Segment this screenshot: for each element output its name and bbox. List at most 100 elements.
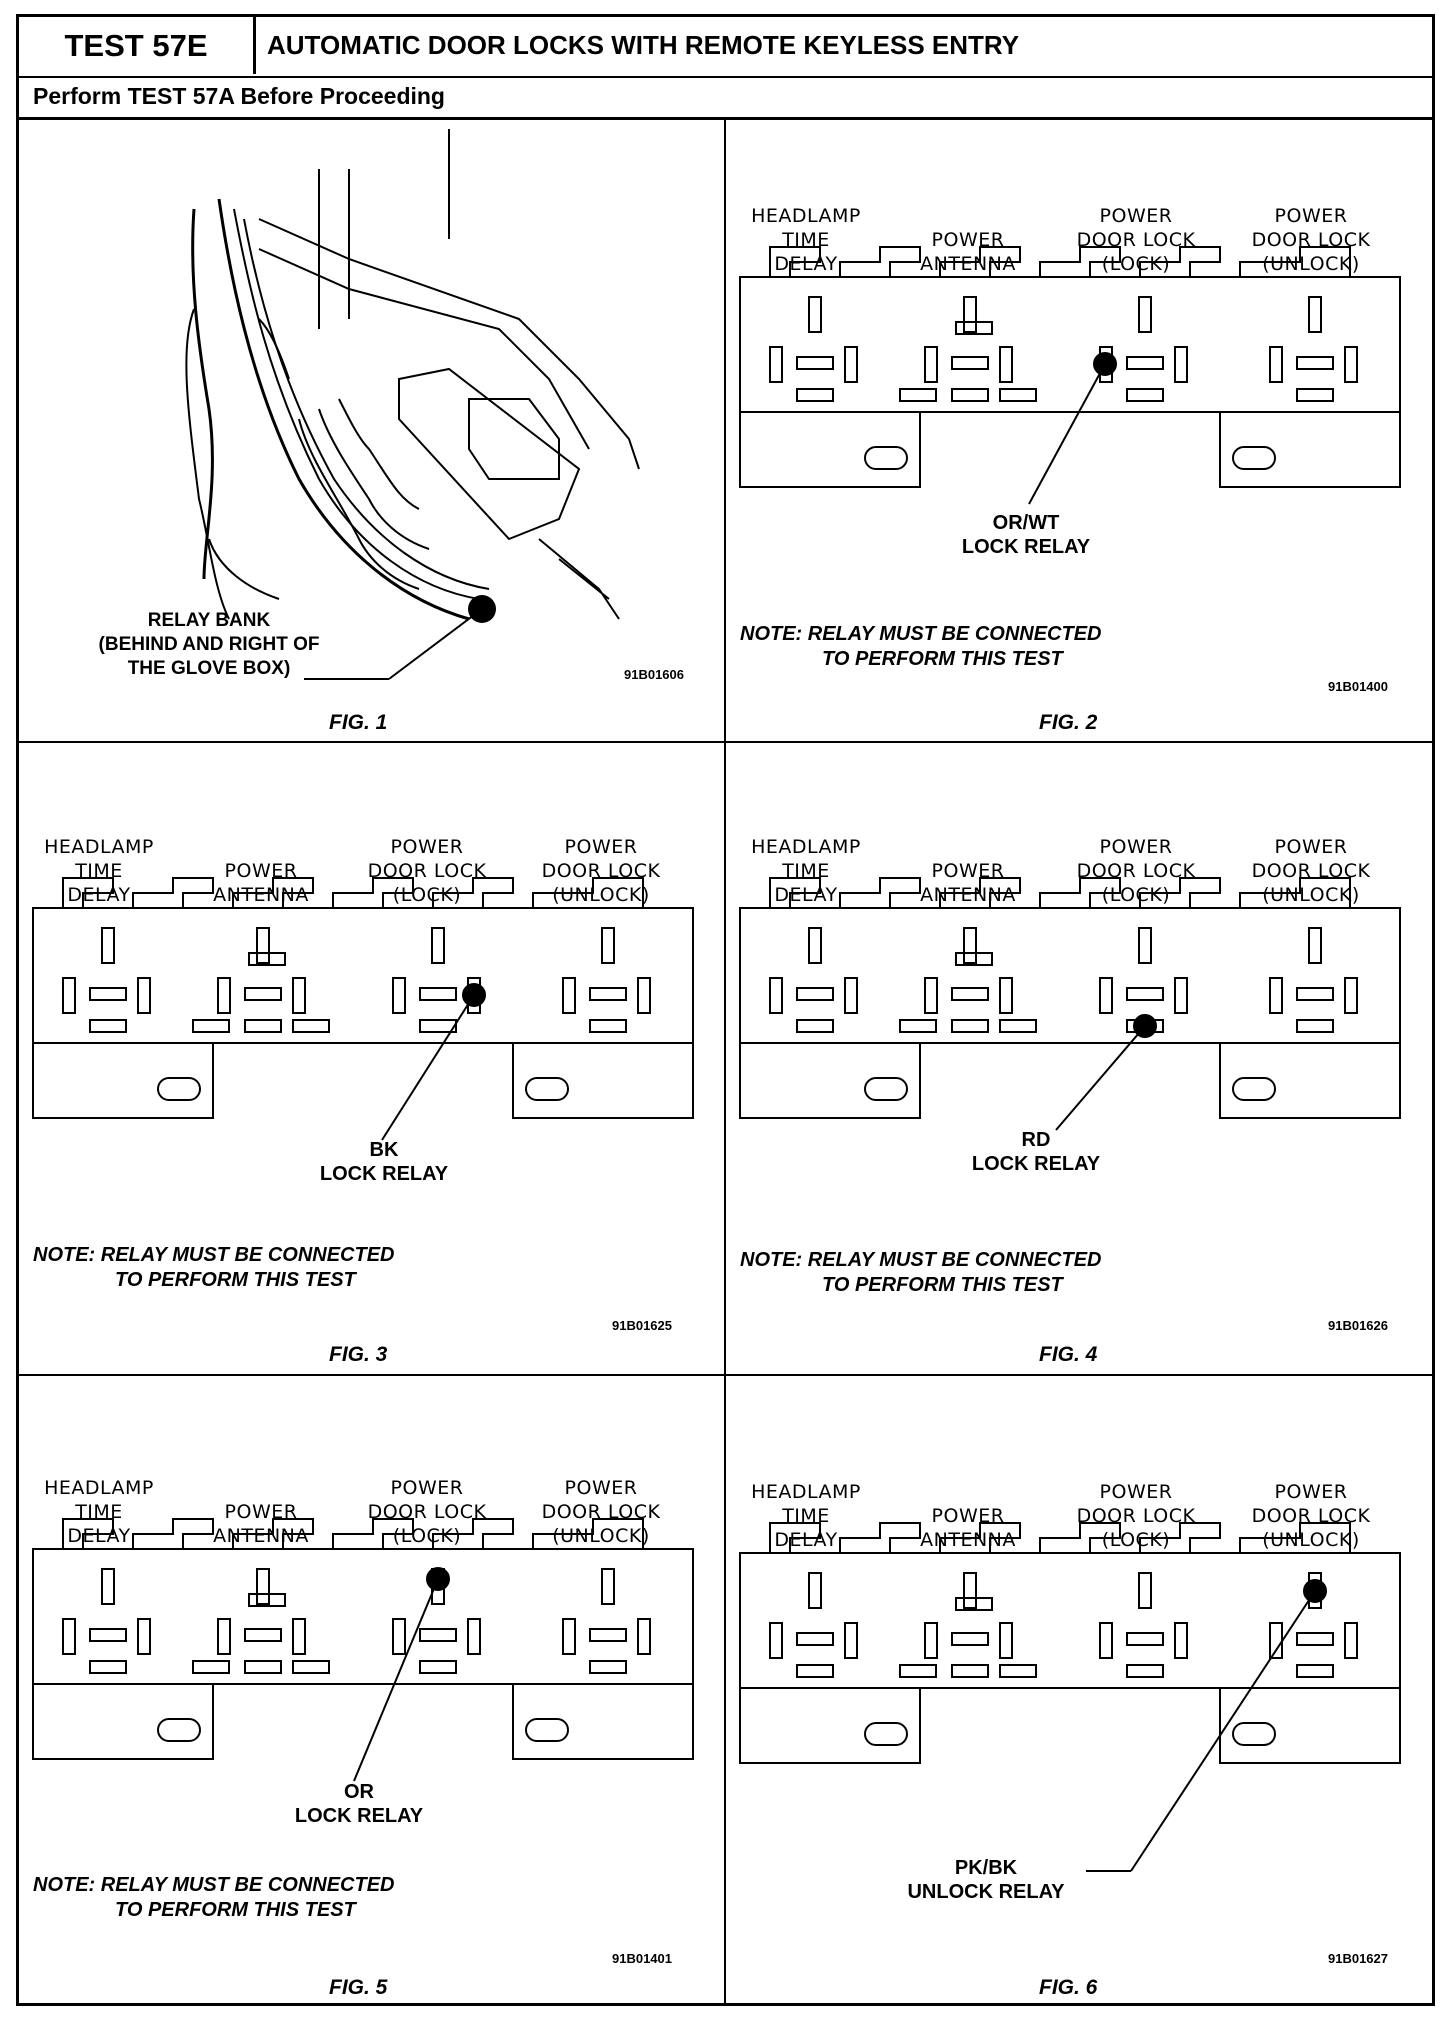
relay-socket-1 <box>769 927 858 1033</box>
header-line: (LOCK) <box>392 1525 462 1547</box>
relay-bank-body <box>32 907 694 1044</box>
test-sheet: TEST 57E AUTOMATIC DOOR LOCKS WITH REMOT… <box>16 14 1435 2006</box>
connector-tabs <box>769 877 1351 908</box>
terminal-top <box>601 927 615 964</box>
terminal-right <box>999 346 1013 383</box>
header-line: POWER <box>1274 836 1348 858</box>
header-line: HEADLAMP <box>44 1477 154 1499</box>
note-line-1: NOTE: RELAY MUST BE CONNECTED <box>740 1249 1102 1271</box>
terminal-right <box>467 1618 481 1655</box>
header-line: POWER <box>1274 205 1348 227</box>
note: NOTE: RELAY MUST BE CONNECTED TO PERFORM… <box>740 622 1102 672</box>
relay-name: LOCK RELAY <box>294 1805 424 1827</box>
header-line: TIME <box>782 1505 830 1527</box>
relay-name: LOCK RELAY <box>319 1163 449 1185</box>
header-line: POWER <box>390 1477 464 1499</box>
terminal-center <box>244 1628 282 1642</box>
terminal-center <box>796 356 834 370</box>
relay-callout: PK/BK UNLOCK RELAY <box>906 1856 1066 1904</box>
terminal-left <box>562 977 576 1014</box>
header-line: POWER <box>564 836 638 858</box>
wire-color: PK/BK <box>954 1857 1018 1879</box>
relay-socket-4 <box>562 1568 651 1674</box>
relay-socket-4 <box>1269 927 1358 1033</box>
right-slot <box>525 1718 569 1742</box>
terminal-center <box>419 1628 457 1642</box>
terminal-left <box>562 1618 576 1655</box>
relay-socket-1 <box>62 1568 151 1674</box>
terminal-right <box>1174 346 1188 383</box>
relay-bank-diagram <box>739 1522 1401 1872</box>
terminal-left <box>924 977 938 1014</box>
terminal-bottom <box>796 1019 834 1033</box>
figure-label: FIG. 3 <box>329 1343 388 1366</box>
header-line: POWER <box>931 860 1005 882</box>
header-line: TIME <box>75 860 123 882</box>
relay-bank-body <box>739 276 1401 413</box>
terminal-left <box>769 1622 783 1659</box>
relay-socket-3 <box>1099 296 1188 402</box>
terminal-top <box>256 1568 270 1605</box>
terminal-top <box>1308 927 1322 964</box>
relay-bank-callout: RELAY BANK (BEHIND AND RIGHT OF THE GLOV… <box>79 609 339 681</box>
terminal-right <box>637 977 651 1014</box>
terminal-left <box>392 977 406 1014</box>
relay-bank-group <box>739 1522 1401 1872</box>
terminal-left <box>1099 977 1113 1014</box>
terminal-right <box>1344 977 1358 1014</box>
figure-label: FIG. 6 <box>1039 1976 1098 1999</box>
terminal-top <box>808 296 822 333</box>
relay-bank-group <box>32 1518 694 1782</box>
note-line-2: TO PERFORM THIS TEST <box>115 1269 356 1291</box>
terminal-top <box>963 296 977 333</box>
terminal-left <box>769 346 783 383</box>
terminal-top <box>963 927 977 964</box>
header-line: ANTENNA <box>920 253 1016 275</box>
note-line-2: TO PERFORM THIS TEST <box>822 1274 1063 1296</box>
terminal-top <box>101 927 115 964</box>
terminal-bottom <box>951 388 989 402</box>
right-slot <box>1232 1722 1276 1746</box>
header-line: DOOR LOCK <box>1251 229 1371 251</box>
terminal-left <box>217 977 231 1014</box>
terminal-bottom <box>419 1019 457 1033</box>
terminal-center <box>796 1632 834 1646</box>
terminal-right <box>137 977 151 1014</box>
terminal-left <box>1099 1622 1113 1659</box>
right-bracket <box>1219 1043 1401 1119</box>
terminal-top <box>808 927 822 964</box>
terminal-extra <box>955 952 993 966</box>
terminal-right <box>292 977 306 1014</box>
terminal-bottom <box>589 1019 627 1033</box>
leader-line <box>381 994 475 1141</box>
terminal-bottom <box>89 1019 127 1033</box>
relay-bank-diagram <box>739 246 1401 505</box>
terminal-center <box>589 1628 627 1642</box>
header-line: ANTENNA <box>920 1529 1016 1551</box>
right-slot <box>525 1077 569 1101</box>
terminal-center <box>1296 987 1334 1001</box>
terminal-right <box>844 1622 858 1659</box>
terminal-center <box>419 987 457 1001</box>
connector-tabs <box>62 1518 644 1549</box>
wire-color: BK <box>369 1139 399 1161</box>
leader-line <box>1055 1025 1146 1131</box>
figure-code: 91B01626 <box>1328 1318 1388 1333</box>
terminal-top <box>1138 1572 1152 1609</box>
terminal-center <box>1296 356 1334 370</box>
terminal-bottom <box>951 1664 989 1678</box>
figure-code: 91B01627 <box>1328 1951 1388 1966</box>
left-slot <box>864 446 908 470</box>
header-line: DOOR LOCK <box>1076 229 1196 251</box>
